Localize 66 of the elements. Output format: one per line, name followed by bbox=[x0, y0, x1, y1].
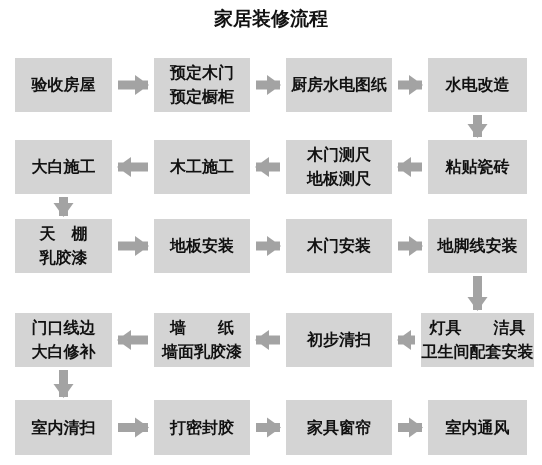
arrow bbox=[468, 276, 488, 311]
step-label: 验收房屋 bbox=[32, 74, 96, 96]
diagram-title: 家居装修流程 bbox=[213, 7, 329, 32]
arrow bbox=[256, 418, 281, 438]
step-label: 厨房水电图纸 bbox=[291, 74, 387, 96]
step-label: 木门测尺 bbox=[307, 144, 371, 166]
step-label: 地脚线安装 bbox=[438, 235, 518, 257]
process-box bbox=[154, 140, 250, 194]
step-label: 地板测尺 bbox=[307, 168, 371, 190]
process-box bbox=[154, 400, 250, 455]
arrow bbox=[397, 330, 415, 350]
step-label: 打密封胶 bbox=[170, 416, 234, 438]
arrow bbox=[255, 157, 280, 177]
step-label: 家具窗帘 bbox=[307, 416, 371, 438]
step-label: 墙 纸 bbox=[170, 317, 234, 339]
process-box bbox=[286, 313, 392, 367]
step-label: 大白修补 bbox=[32, 341, 96, 363]
process-box bbox=[15, 219, 112, 273]
step-label: 木门安装 bbox=[307, 235, 371, 257]
process-box bbox=[428, 400, 527, 455]
step-label: 木工施工 bbox=[170, 156, 234, 178]
arrow bbox=[54, 197, 74, 217]
process-box bbox=[15, 58, 112, 112]
process-box bbox=[154, 58, 250, 112]
process-box bbox=[154, 219, 250, 273]
process-box bbox=[286, 400, 392, 455]
process-box bbox=[15, 400, 112, 455]
process-box bbox=[421, 313, 534, 367]
arrow bbox=[398, 418, 423, 438]
process-box bbox=[15, 140, 112, 194]
process-box bbox=[428, 58, 527, 112]
arrow bbox=[118, 418, 149, 438]
arrow bbox=[255, 330, 280, 350]
step-label: 大白施工 bbox=[32, 156, 96, 178]
step-label: 初步清扫 bbox=[307, 329, 371, 351]
arrow bbox=[398, 236, 423, 256]
process-box bbox=[154, 313, 250, 367]
arrow bbox=[256, 236, 281, 256]
step-label: 预定橱柜 bbox=[170, 86, 234, 108]
step-label: 墙面乳胶漆 bbox=[162, 341, 242, 363]
arrow bbox=[256, 75, 281, 95]
step-label: 室内清扫 bbox=[32, 416, 96, 438]
step-label: 门口线边 bbox=[32, 317, 96, 339]
process-box bbox=[286, 219, 392, 273]
step-label: 灯具 洁具 bbox=[430, 317, 526, 339]
arrow bbox=[118, 236, 149, 256]
arrow bbox=[54, 370, 74, 398]
process-box bbox=[286, 140, 392, 194]
step-label: 粘贴瓷砖 bbox=[446, 156, 510, 178]
step-label: 乳胶漆 bbox=[40, 247, 88, 269]
arrow bbox=[397, 157, 422, 177]
process-box bbox=[286, 58, 392, 112]
step-label: 水电改造 bbox=[446, 74, 510, 96]
process-box bbox=[428, 140, 527, 194]
step-label: 地板安装 bbox=[170, 235, 234, 257]
arrow bbox=[117, 330, 148, 350]
step-label: 天 棚 bbox=[40, 223, 88, 245]
step-label: 室内通风 bbox=[446, 416, 510, 438]
step-label: 预定木门 bbox=[170, 62, 234, 84]
process-box bbox=[428, 219, 527, 273]
arrow bbox=[468, 115, 488, 138]
arrow bbox=[117, 157, 148, 177]
process-box bbox=[15, 313, 112, 367]
step-label: 卫生间配套安装 bbox=[422, 341, 534, 363]
arrow bbox=[118, 75, 149, 95]
arrow bbox=[398, 75, 423, 95]
